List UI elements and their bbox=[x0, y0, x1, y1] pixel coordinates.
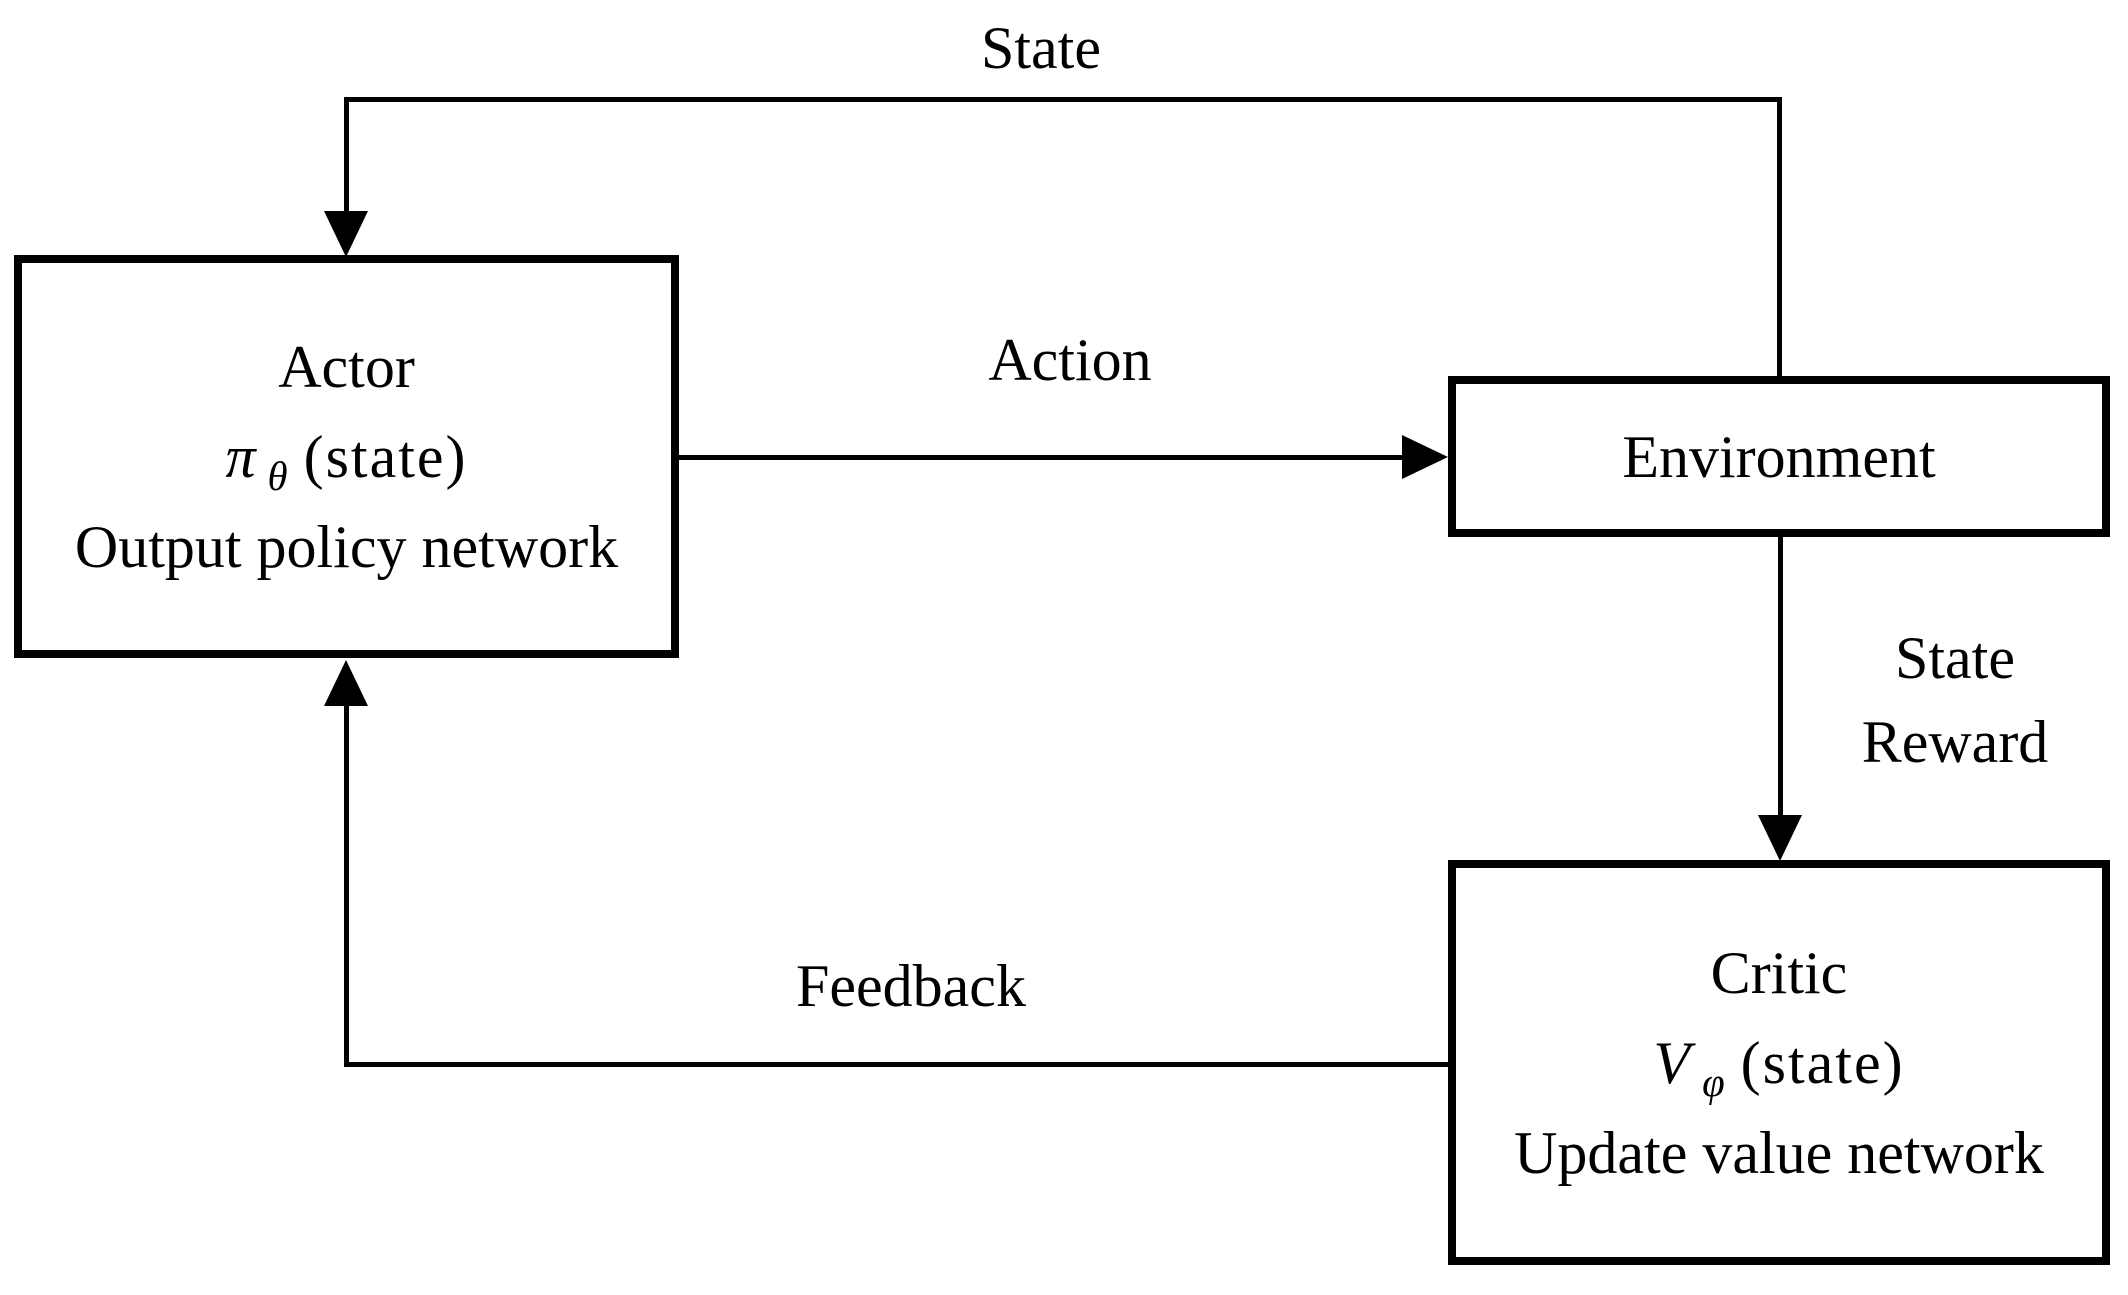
edge-label-action: Action bbox=[988, 327, 1152, 393]
edge-feedback-vertical-line bbox=[344, 704, 349, 1067]
edge-state-left-drop-line bbox=[344, 97, 349, 215]
arrowhead-into-environment-left-icon bbox=[1402, 435, 1448, 479]
edge-feedback-horizontal-line bbox=[346, 1062, 1448, 1067]
actor-title: Actor bbox=[278, 333, 415, 400]
environment-title: Environment bbox=[1622, 423, 1936, 490]
edge-label-state-reward-line1: State bbox=[1895, 625, 2015, 691]
actor-formula-subscript: θ bbox=[267, 453, 288, 499]
critic-subtitle: Update value network bbox=[1514, 1119, 2044, 1186]
critic-formula-argument: (state) bbox=[1740, 1029, 1905, 1096]
edge-label-feedback: Feedback bbox=[796, 953, 1026, 1019]
arrowhead-into-critic-top-icon bbox=[1758, 815, 1802, 861]
actor-formula-argument: (state) bbox=[303, 423, 468, 490]
edge-state-horizontal-line bbox=[346, 97, 1782, 102]
edge-label-state: State bbox=[981, 15, 1101, 81]
edge-state-reward-line bbox=[1778, 537, 1783, 818]
edge-label-state-reward-line2: Reward bbox=[1861, 709, 2049, 775]
critic-formula-symbol: V bbox=[1653, 1029, 1691, 1096]
arrowhead-into-actor-top-icon bbox=[324, 211, 368, 257]
edge-label-state-reward: State Reward bbox=[1805, 616, 2105, 784]
edge-action-line bbox=[679, 455, 1406, 460]
critic-title: Critic bbox=[1710, 939, 1848, 1006]
critic-formula-subscript: φ bbox=[1702, 1059, 1725, 1105]
node-environment: Environment bbox=[1448, 376, 2110, 537]
actor-subtitle: Output policy network bbox=[74, 513, 619, 580]
arrowhead-into-actor-bottom-icon bbox=[324, 660, 368, 706]
edge-state-right-drop-line bbox=[1777, 97, 1782, 379]
actor-formula-symbol: π bbox=[225, 423, 256, 490]
